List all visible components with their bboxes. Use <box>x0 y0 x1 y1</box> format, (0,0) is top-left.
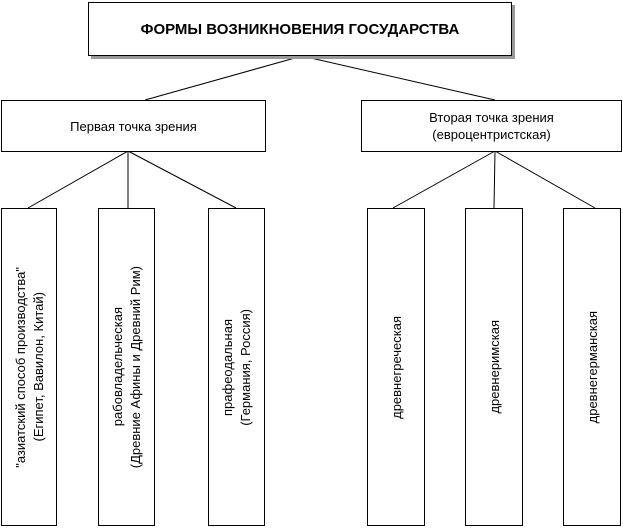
connector <box>144 55 303 101</box>
first-view-label: Первая точка зрения <box>70 118 197 134</box>
form-asiatic: "азиатский способ производства" (Египет,… <box>1 208 57 526</box>
connector <box>494 150 596 209</box>
form-label: рабовладельческая <box>110 307 125 427</box>
form-examples: (Древние Афины и Древний Рим) <box>128 265 143 469</box>
form-label: прафеодальная <box>220 318 235 416</box>
form-ancient-roman: древнеримская <box>465 208 523 526</box>
form-ancient-greek: древнегреческая <box>367 208 425 526</box>
form-label: древнегерманская <box>584 310 600 424</box>
diagram-title: ФОРМЫ ВОЗНИКНОВЕНИЯ ГОСУДАРСТВА <box>140 20 460 38</box>
first-view-box: Первая точка зрения <box>1 100 266 152</box>
form-ancient-german: древнегерманская <box>563 208 621 526</box>
form-protofeudal: прафеодальная (Германия, Россия) <box>208 208 265 526</box>
form-label: древнегреческая <box>388 315 404 419</box>
form-label: "азиатский способ производства" <box>12 266 28 468</box>
second-view-label: Вторая точка зрения <box>429 110 554 125</box>
second-view-box: Вторая точка зрения (евроцентристская) <box>361 100 622 152</box>
form-label: древнеримская <box>486 320 502 414</box>
connector <box>493 150 496 209</box>
form-slaveholding: рабовладельческая (Древние Афины и Древн… <box>98 208 155 526</box>
connector <box>392 150 496 209</box>
form-examples: (Германия, Россия) <box>238 308 253 426</box>
connector <box>27 150 129 209</box>
connector <box>127 150 237 209</box>
title-box: ФОРМЫ ВОЗНИКНОВЕНИЯ ГОСУДАРСТВА <box>88 2 512 56</box>
second-view-sublabel: (евроцентристская) <box>432 127 551 142</box>
form-examples: (Египет, Вавилон, Китай) <box>30 292 46 442</box>
connector <box>301 55 496 101</box>
